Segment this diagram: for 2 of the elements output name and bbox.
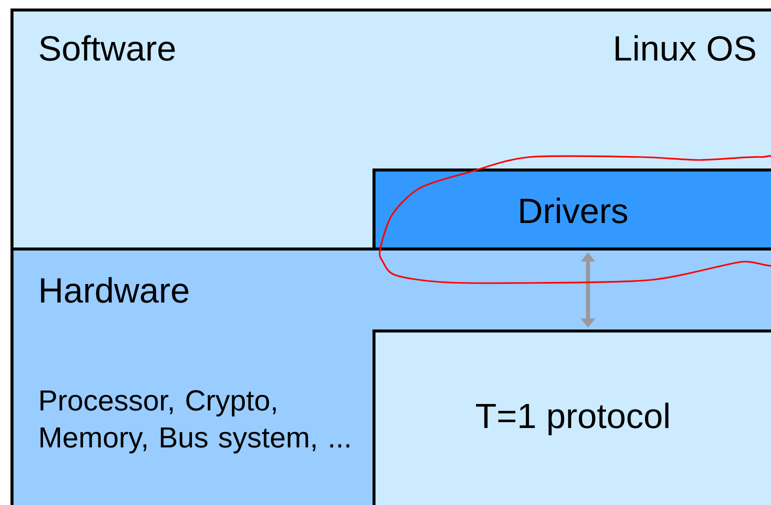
protocol-box: T=1 protocol <box>372 329 771 505</box>
drivers-box: Drivers <box>372 168 771 250</box>
